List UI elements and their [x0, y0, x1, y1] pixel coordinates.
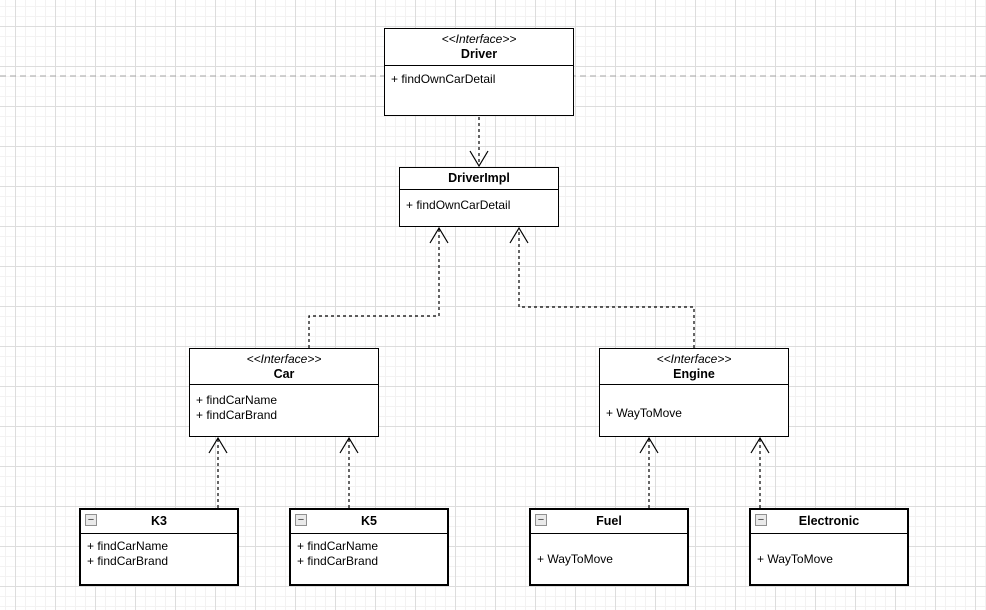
class-title-engine: <<Interface>> Engine [600, 349, 788, 385]
collapse-icon[interactable]: − [295, 514, 307, 526]
collapse-icon[interactable]: − [85, 514, 97, 526]
class-title-driverimpl: DriverImpl [400, 168, 558, 190]
class-box-driver[interactable]: <<Interface>> Driver + findOwnCarDetail [384, 28, 574, 116]
member-label: + findOwnCarDetail [406, 198, 511, 212]
collapse-icon[interactable]: − [535, 514, 547, 526]
class-box-engine[interactable]: <<Interface>> Engine + WayToMove [599, 348, 789, 437]
class-members-k3: + findCarName + findCarBrand [81, 534, 237, 584]
class-members-k5: + findCarName + findCarBrand [291, 534, 447, 584]
class-name: K5 [361, 514, 377, 528]
class-title-driver: <<Interface>> Driver [385, 29, 573, 66]
class-members-fuel: + WayToMove [531, 534, 687, 584]
class-box-k5[interactable]: − K5 + findCarName + findCarBrand [289, 508, 449, 586]
stereotype-label: <<Interface>> [441, 32, 517, 46]
stereotype-label: <<Interface>> [656, 351, 732, 366]
class-members-driverimpl: + findOwnCarDetail [400, 190, 558, 226]
class-title-fuel: − Fuel [531, 510, 687, 534]
class-name: Fuel [596, 514, 622, 528]
class-members-driver: + findOwnCarDetail [385, 66, 573, 115]
member-label: + findCarName [297, 539, 379, 553]
class-members-electronic: + WayToMove [751, 534, 907, 584]
class-box-driverimpl[interactable]: DriverImpl + findOwnCarDetail [399, 167, 559, 227]
class-box-k3[interactable]: − K3 + findCarName + findCarBrand [79, 508, 239, 586]
class-name: Electronic [798, 514, 860, 528]
class-name: Engine [673, 366, 715, 381]
edge-fuel-engine[interactable] [639, 436, 659, 508]
member-label: + findCarBrand [196, 408, 278, 422]
stereotype-label: <<Interface>> [246, 351, 322, 366]
class-title-car: <<Interface>> Car [190, 349, 378, 385]
class-box-electronic[interactable]: − Electronic + WayToMove [749, 508, 909, 586]
member-label: + WayToMove [537, 552, 613, 566]
member-label: + WayToMove [606, 406, 682, 420]
class-name: Car [273, 366, 295, 381]
class-name: K3 [151, 514, 167, 528]
member-label: + findCarName [87, 539, 169, 553]
class-name: DriverImpl [448, 171, 510, 185]
class-title-k5: − K5 [291, 510, 447, 534]
member-label: + findCarBrand [297, 554, 379, 568]
class-name: Driver [460, 47, 498, 61]
class-members-car: + findCarName + findCarBrand [190, 385, 378, 436]
class-box-fuel[interactable]: − Fuel + WayToMove [529, 508, 689, 586]
member-label: + findCarName [196, 393, 278, 407]
member-label: + WayToMove [757, 552, 833, 566]
edge-engine-driverimpl[interactable] [509, 226, 695, 348]
edge-electronic-engine[interactable] [750, 436, 770, 508]
class-title-k3: − K3 [81, 510, 237, 534]
class-title-electronic: − Electronic [751, 510, 907, 534]
edge-k3-car[interactable] [208, 436, 228, 508]
class-box-car[interactable]: <<Interface>> Car + findCarName + findCa… [189, 348, 379, 437]
edge-car-driverimpl[interactable] [308, 226, 449, 348]
edge-driver-driverimpl[interactable] [469, 117, 489, 168]
member-label: + findOwnCarDetail [391, 72, 496, 86]
edge-k5-car[interactable] [339, 436, 359, 508]
member-label: + findCarBrand [87, 554, 169, 568]
collapse-icon[interactable]: − [755, 514, 767, 526]
class-members-engine: + WayToMove [600, 385, 788, 436]
